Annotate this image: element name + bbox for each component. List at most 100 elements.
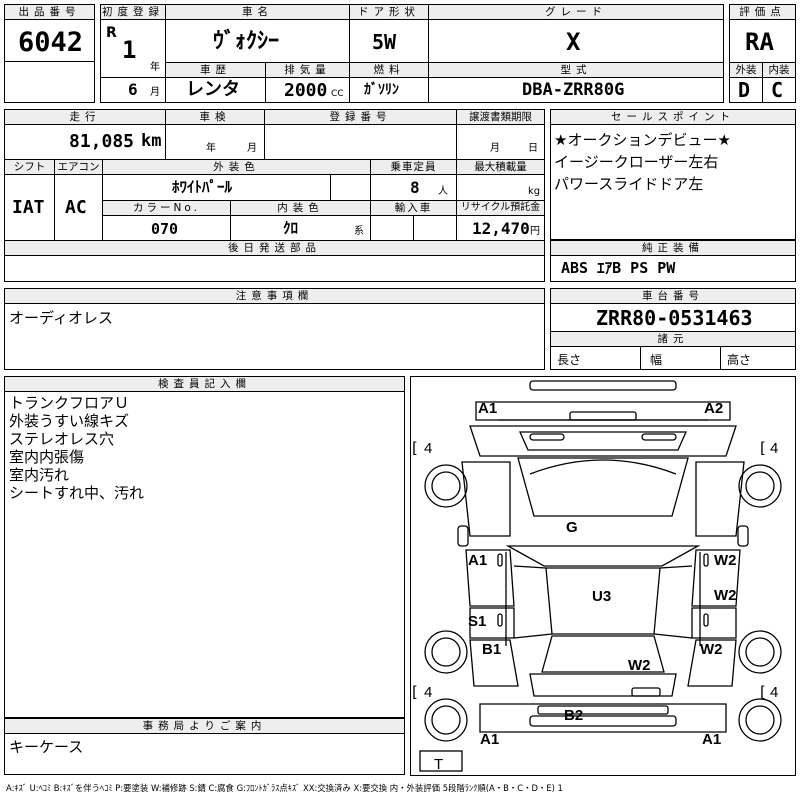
transfer-header: 譲渡書類期限: [456, 109, 545, 125]
inspector-line-5: 室内汚れ: [9, 466, 70, 484]
capacity-unit: 人: [438, 186, 448, 197]
later-parts-header: 後日発送部品: [4, 240, 545, 256]
first-reg-box: [100, 19, 166, 103]
year-value: 1: [122, 36, 137, 64]
legend: A:ｷｽﾞ U:ﾍｺﾐ B:ｷｽﾞを伴うﾍｺﾐ P:要塗装 W:補修跡 S:錆 …: [6, 783, 563, 793]
shift-value: IAT: [12, 197, 45, 218]
sales-points-header: セールスポイント: [550, 109, 796, 125]
sales-point-1: ★オークションデビュー★: [554, 131, 731, 149]
lot-no-header: 出品番号: [4, 4, 95, 20]
inspector-box: [4, 391, 405, 718]
damage-trunk: T: [434, 756, 444, 773]
damage-right-wheel-rear: 4: [770, 684, 779, 701]
fuel-box: [349, 77, 429, 103]
recycle-header: リサイクル預託金: [456, 200, 545, 216]
int-color-value: ｸﾛ: [283, 219, 299, 237]
color-no-header: カラーNo.: [102, 200, 231, 216]
int-color-box: [230, 215, 371, 241]
transfer-month-unit: 月: [490, 143, 500, 154]
exterior-value: D: [738, 78, 751, 102]
inspector-line-4: 室内内張傷: [9, 448, 85, 466]
max-load-header: 最大積載量: [456, 159, 545, 175]
aircon-value: AC: [65, 197, 87, 218]
capacity-box: [370, 174, 457, 201]
damage-front-left: A1: [478, 400, 498, 417]
damage-roof: G: [566, 519, 578, 536]
grade-header: グレード: [428, 4, 724, 20]
transfer-box: [456, 124, 545, 160]
color-no-value: 070: [151, 220, 179, 238]
interior-header: 内装: [762, 62, 796, 78]
damage-rear-right: A1: [702, 731, 722, 748]
score-value: RA: [745, 28, 774, 56]
damage-rear-bumper: B2: [564, 707, 584, 724]
score-box: [729, 19, 796, 63]
chassis-header: 車台番号: [550, 288, 796, 304]
bracket-lf: [: [412, 439, 418, 457]
sales-point-2: イージークローザー左右: [554, 153, 719, 171]
damage-left-wheel-rear: 4: [424, 684, 433, 701]
int-color-header: 内装色: [230, 200, 371, 216]
model-box: [428, 77, 724, 103]
cc-unit: CC: [331, 89, 344, 99]
width-label: 幅: [650, 353, 663, 367]
interior-box: [762, 77, 796, 103]
insp-year-unit: 年: [206, 143, 216, 154]
lot-no-value: 6042: [18, 27, 84, 58]
sales-points-box: [550, 124, 796, 240]
year-unit: 年: [150, 62, 160, 73]
aircon-header: エアコン: [54, 159, 103, 175]
fuel-value: ｶﾞｿﾘﾝ: [364, 82, 399, 98]
damage-floor: U3: [592, 588, 612, 605]
inspector-line-2: 外装うすい線キズ: [9, 412, 130, 430]
history-value: レンタ: [186, 79, 240, 100]
history-header: 車歴: [165, 62, 266, 78]
damage-right-wheel-front: 4: [770, 440, 779, 457]
inspection-header: 車検: [165, 109, 265, 125]
recycle-unit: 円: [530, 226, 540, 237]
load-unit: kg: [528, 186, 541, 197]
mileage-value: 81,085: [69, 131, 135, 152]
bracket-rf: [: [760, 439, 766, 457]
damage-right-rear-fender: W2: [700, 641, 723, 658]
recycle-value: 12,470: [472, 219, 530, 238]
length-label: 長さ: [557, 353, 582, 367]
import-header: 輸入車: [370, 200, 457, 216]
displacement-value: 2000: [284, 80, 328, 101]
ext-color-header: 外装色: [102, 159, 371, 175]
transfer-day-unit: 日: [528, 143, 538, 154]
car-diagram-box: [410, 376, 796, 776]
damage-rear-glass: W2: [628, 657, 651, 674]
damage-right-rear-door: W2: [714, 587, 737, 604]
capacity-header: 乗車定員: [370, 159, 457, 175]
shift-header: シフト: [4, 159, 55, 175]
door-value: 5W: [372, 30, 397, 54]
damage-rear-left: A1: [480, 731, 500, 748]
exterior-header: 外装: [729, 62, 763, 78]
car-name-header: 車名: [165, 4, 350, 20]
inspector-line-1: トランクフロアＵ: [9, 394, 130, 412]
notes-header: 注意事項欄: [4, 288, 545, 304]
damage-left-sill: S1: [468, 613, 487, 630]
reg-no-header: 登録番号: [264, 109, 457, 125]
model-header: 型式: [428, 62, 724, 78]
history-box: [165, 77, 266, 103]
damage-left-wheel-front: 4: [424, 440, 433, 457]
office-header: 事務局よりご案内: [4, 718, 405, 734]
inspector-header: 検査員記入欄: [4, 376, 405, 392]
equipment-header: 純正装備: [550, 240, 796, 256]
door-header: ドア形状: [349, 4, 429, 20]
specs-header: 諸元: [550, 331, 796, 347]
grade-value: X: [566, 28, 581, 56]
displacement-box: [265, 77, 350, 103]
reg-no-box: [264, 124, 457, 160]
bracket-lr: [: [412, 683, 418, 701]
mileage-header: 走行: [4, 109, 166, 125]
office-box: [4, 733, 405, 775]
notes-box: [4, 303, 545, 370]
chassis-value: ZRR80-0531463: [596, 306, 753, 330]
damage-front-right: A2: [704, 400, 724, 417]
car-diagram: [419, 380, 782, 772]
inspection-box: [165, 124, 265, 160]
mileage-box: [4, 124, 166, 160]
